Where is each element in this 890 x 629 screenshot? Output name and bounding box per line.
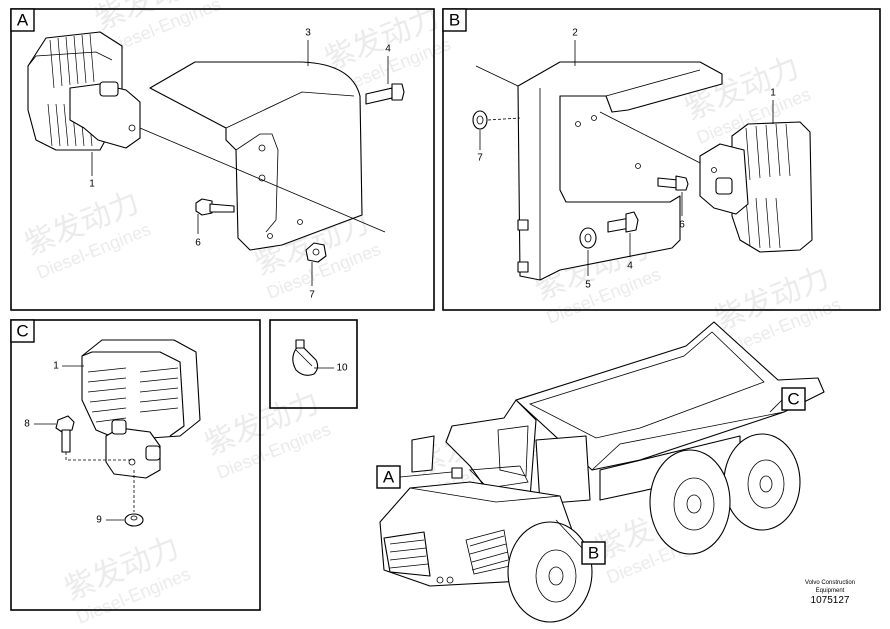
panel-clip: 10 <box>269 319 358 409</box>
panel-b-tag <box>442 8 467 32</box>
panel-clip-frame <box>269 319 358 409</box>
truck-tag-c: C <box>769 387 806 413</box>
bracket-part-3 <box>149 61 363 251</box>
bolt-hole <box>635 163 641 169</box>
footer-company-line-2: Equipment <box>816 588 845 594</box>
lamp-bracket <box>105 419 161 479</box>
panel-b-frame <box>442 8 881 311</box>
panel-c: C <box>10 319 261 611</box>
truck-tag-a: A <box>376 465 453 489</box>
drawing-number: 1075127 <box>811 595 850 606</box>
callout-a-1: 1 <box>89 179 95 190</box>
bolt-part-4 <box>365 83 405 105</box>
nut-part-7 <box>305 242 327 263</box>
cab-side-ladder <box>535 435 591 505</box>
work-lamp-part-1 <box>699 121 813 253</box>
panel-b: B <box>442 8 881 311</box>
callout-b-1: 1 <box>770 88 776 99</box>
work-lamp-part-1 <box>81 339 201 441</box>
callout-a-3: 3 <box>305 28 311 39</box>
callout-c-1: 1 <box>53 361 59 372</box>
callout-a-6: 6 <box>195 238 201 249</box>
front-grille <box>383 531 431 577</box>
bracket-part-2 <box>517 61 723 281</box>
washer-part-5 <box>579 227 597 249</box>
articulated-hauler-illustration: A B C <box>376 321 825 623</box>
panel-c-label: C <box>16 322 28 341</box>
bolt-part-8 <box>55 415 75 453</box>
callout-b-4: 4 <box>627 261 633 272</box>
callout-b-2: 2 <box>572 28 578 39</box>
panel-b-label: B <box>449 11 460 30</box>
bolt-hole <box>267 233 273 239</box>
callout-c-8: 8 <box>24 419 30 430</box>
footer-company-line-1: Volvo Construction <box>805 580 855 586</box>
callout-b-6: 6 <box>679 220 685 231</box>
bolt-hole <box>591 115 597 121</box>
bolt-part-6 <box>195 198 235 216</box>
bolt-hole <box>297 219 303 225</box>
svg-text:C: C <box>787 390 799 409</box>
front-wheel <box>507 521 593 623</box>
callout-clip-10: 10 <box>336 363 348 374</box>
callout-b-5: 5 <box>585 280 591 291</box>
bolt-hole <box>258 174 266 182</box>
svg-text:B: B <box>588 544 599 563</box>
callout-a-7: 7 <box>309 290 315 301</box>
bolt-hole <box>258 144 266 152</box>
callout-c-9: 9 <box>96 515 102 526</box>
panel-a: A <box>10 8 435 311</box>
bolt-part-6 <box>657 175 689 191</box>
panel-a-frame <box>10 8 435 311</box>
panel-c-tag <box>10 319 35 343</box>
work-lamp-part-1 <box>27 31 141 151</box>
middle-wheel <box>649 449 731 555</box>
nut-part-9 <box>124 513 144 527</box>
lamp-position-a <box>451 467 463 479</box>
dump-body <box>515 321 825 471</box>
callout-b-7: 7 <box>477 153 483 164</box>
weld-nut <box>517 261 529 273</box>
washer-part-7 <box>472 110 488 130</box>
weld-nut <box>517 219 529 231</box>
cab <box>445 399 537 501</box>
truck-tag-b: B <box>555 519 606 565</box>
rear-wheel <box>723 433 801 531</box>
panel-a-tag <box>10 8 35 32</box>
panel-a-label: A <box>17 11 29 30</box>
cable-tie-part-10 <box>292 339 319 376</box>
bolt-hole <box>575 121 581 127</box>
callout-a-4: 4 <box>385 44 391 55</box>
panel-c-frame <box>10 319 261 611</box>
bolt-part-4 <box>607 211 639 233</box>
svg-text:A: A <box>383 468 395 487</box>
drawing-footer: Volvo Construction Equipment 1075127 <box>805 580 855 606</box>
mirror <box>411 435 435 473</box>
